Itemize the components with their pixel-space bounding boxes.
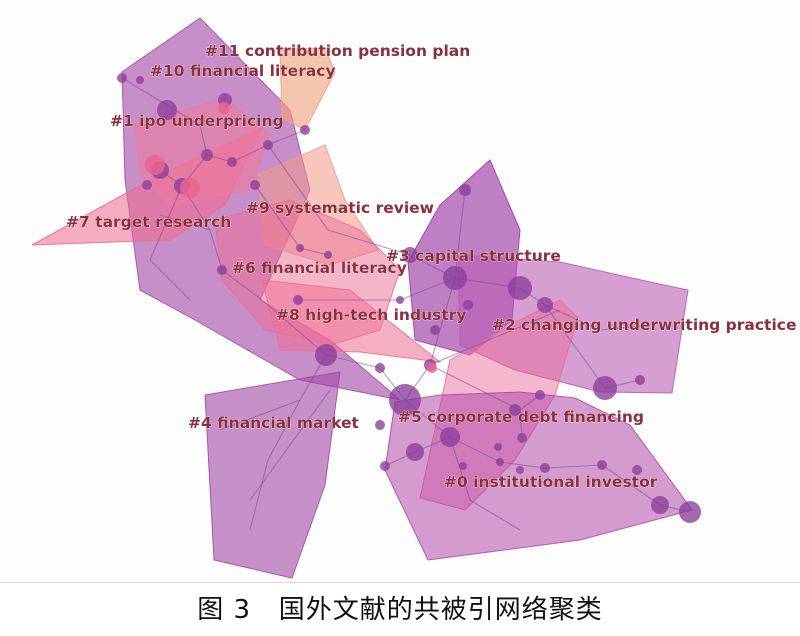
figure-caption: 图 3 国外文献的共被引网络聚类: [0, 588, 800, 632]
network-edge: [544, 304, 606, 389]
network-edge: [249, 459, 269, 531]
cluster-label-6: #6 financial literacy: [232, 259, 407, 277]
network-edge: [599, 324, 651, 331]
network-node: [406, 443, 424, 461]
cluster-label-9: #9 systematic review: [246, 199, 434, 217]
cluster-region-4: [204, 371, 341, 579]
network-edge: [454, 189, 466, 279]
network-edge: [209, 229, 223, 271]
network-node: [459, 462, 467, 470]
network-node: [218, 102, 230, 114]
network-edge: [544, 464, 603, 469]
network-node: [651, 496, 669, 514]
network-edge: [261, 299, 327, 356]
network-edge: [601, 464, 661, 506]
cluster-label-0: #0 institutional investor: [444, 473, 658, 491]
network-node: [463, 300, 473, 310]
network-node: [427, 363, 437, 373]
network-nodes: [117, 73, 701, 523]
network-edge: [429, 277, 456, 366]
cluster-polygons: [31, 17, 693, 579]
network-edge: [221, 269, 263, 301]
network-node: [632, 465, 642, 475]
network-node: [324, 251, 332, 259]
network-edge: [249, 389, 331, 501]
network-edge: [149, 259, 191, 301]
network-edge: [267, 399, 301, 461]
network-node: [459, 184, 471, 196]
network-edge: [499, 461, 546, 469]
network-node: [136, 76, 144, 84]
caption-text: 国外文献的共被引网络聚类: [278, 595, 603, 625]
network-node: [535, 390, 545, 400]
network-node: [509, 404, 521, 416]
cluster-label-5: #5 corporate debt financing: [398, 408, 644, 426]
network-node: [389, 384, 421, 416]
cluster-label-2: #2 changing underwriting practice: [492, 316, 796, 334]
network-edge: [219, 399, 301, 431]
cluster-label-1: #1 ipo underpricing: [110, 112, 284, 130]
cluster-label-8: #8 high-tech industry: [276, 306, 466, 324]
network-edge: [267, 144, 329, 231]
network-node: [180, 178, 200, 198]
network-node: [380, 461, 390, 471]
network-node: [494, 443, 502, 451]
network-node: [142, 180, 152, 190]
network-node: [296, 244, 304, 252]
network-node: [496, 458, 504, 466]
network-edge: [254, 184, 301, 249]
network-edge: [299, 247, 329, 256]
network-edge: [121, 77, 201, 126]
network-node: [593, 376, 617, 400]
network-node: [117, 73, 127, 83]
network-figure: #11 contribution pension plan #10 financi…: [0, 17, 800, 583]
network-edge: [544, 304, 601, 331]
network-node: [375, 363, 385, 373]
network-node: [635, 375, 645, 385]
network-edge: [429, 309, 561, 366]
network-node: [396, 296, 404, 304]
network-node: [145, 155, 165, 175]
network-node: [679, 501, 701, 523]
network-edge: [327, 229, 411, 256]
cluster-label-3: #3 capital structure: [386, 247, 561, 265]
network-node: [402, 247, 418, 263]
cluster-region-0: [384, 391, 693, 561]
network-node: [250, 180, 260, 190]
network-edge: [469, 499, 521, 531]
network-node: [170, 217, 180, 227]
cluster-label-4: #4 financial market: [188, 414, 360, 432]
cluster-label-10: #10 financial literacy: [150, 62, 336, 80]
network-node: [300, 125, 310, 135]
network-node: [201, 149, 213, 161]
network-edge: [149, 185, 183, 261]
network-node: [375, 420, 385, 430]
network-node: [440, 427, 460, 447]
network-node: [430, 325, 440, 335]
caption-number: 图 3: [197, 595, 251, 625]
cluster-label-7: #7 target research: [66, 213, 231, 231]
network-node: [263, 140, 273, 150]
network-node: [537, 297, 553, 313]
network-node: [443, 266, 467, 290]
network-node: [227, 157, 237, 167]
cluster-label-11: #11 contribution pension plan: [205, 42, 470, 60]
network-edge: [267, 129, 306, 146]
cocitation-network: #11 contribution pension plan #10 financi…: [31, 17, 797, 579]
network-node: [157, 100, 177, 120]
network-node: [293, 295, 303, 305]
network-node: [516, 466, 524, 474]
network-node: [517, 433, 527, 443]
network-node: [540, 463, 550, 473]
network-node: [508, 276, 532, 300]
network-node: [597, 460, 607, 470]
network-node: [217, 265, 227, 275]
cluster-region-11: [279, 47, 336, 131]
network-edge: [429, 364, 521, 411]
network-edge: [231, 144, 269, 163]
network-node: [315, 344, 337, 366]
cluster-labels: #11 contribution pension plan #10 financi…: [66, 42, 797, 492]
